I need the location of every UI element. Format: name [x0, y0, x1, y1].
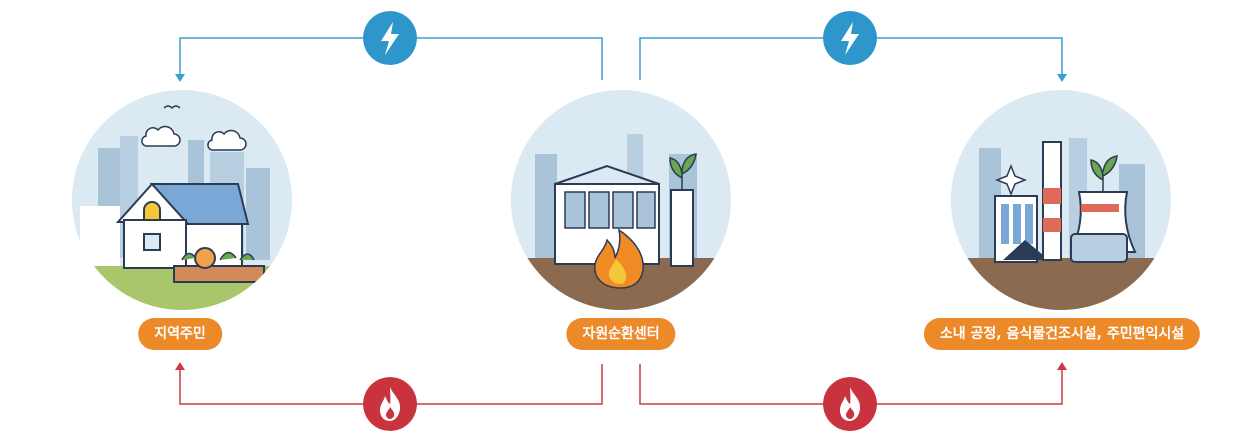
- node-label-residents: 지역주민: [138, 318, 222, 350]
- center-illustration: [511, 90, 731, 310]
- flame-icon: [363, 377, 417, 431]
- residents-illustration: [72, 90, 292, 310]
- heat-arrow-right: [1057, 362, 1067, 370]
- electricity-arrow-right: [1057, 74, 1067, 82]
- flame-icon: [823, 377, 877, 431]
- electricity-arrow-left: [175, 74, 185, 82]
- node-label-facilities: 소내 공정, 음식물건조시설, 주민편익시설: [923, 318, 1201, 350]
- lightning-icon: [823, 11, 877, 65]
- lightning-icon: [363, 11, 417, 65]
- node-label-center: 자원순환센터: [566, 318, 676, 350]
- heat-arrow-left: [175, 362, 185, 370]
- facilities-illustration: [951, 90, 1171, 310]
